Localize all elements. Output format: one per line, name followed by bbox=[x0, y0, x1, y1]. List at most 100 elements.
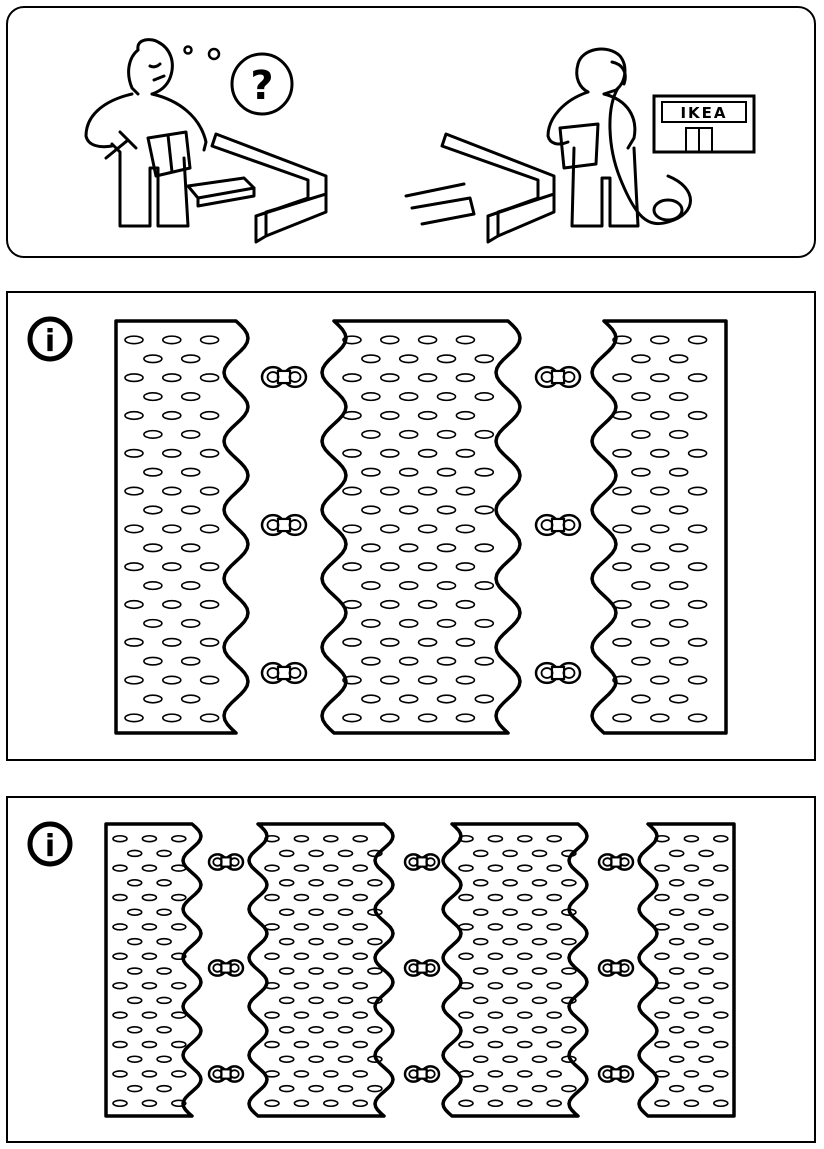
board-4-holes bbox=[654, 834, 729, 1108]
ventilation-hole bbox=[143, 354, 163, 364]
board-1-holes bbox=[112, 834, 187, 1108]
ventilation-hole bbox=[455, 335, 476, 345]
ventilation-hole bbox=[156, 937, 172, 946]
ventilation-hole bbox=[561, 1026, 577, 1034]
ventilation-hole bbox=[180, 581, 201, 591]
ventilation-hole bbox=[308, 937, 324, 946]
ventilation-hole bbox=[293, 893, 310, 902]
ventilation-hole bbox=[683, 1070, 700, 1078]
ventilation-hole bbox=[612, 373, 632, 383]
ventilation-hole bbox=[654, 1040, 670, 1049]
ventilation-hole bbox=[472, 967, 489, 975]
ventilation-hole bbox=[654, 952, 670, 961]
ventilation-hole bbox=[322, 923, 339, 931]
ventilation-hole bbox=[561, 849, 577, 858]
ventilation-hole bbox=[458, 981, 474, 990]
ventilation-hole bbox=[112, 893, 128, 902]
ventilation-hole bbox=[308, 879, 324, 887]
ventilation-hole bbox=[531, 937, 548, 946]
ventilation-hole bbox=[654, 1011, 670, 1019]
ventilation-hole bbox=[683, 1099, 700, 1108]
ventilation-hole bbox=[455, 486, 476, 496]
connector-clip-icon bbox=[403, 1065, 441, 1083]
ventilation-hole bbox=[126, 849, 143, 858]
ventilation-hole bbox=[531, 1055, 548, 1063]
ventilation-hole bbox=[367, 996, 383, 1005]
ventilation-hole bbox=[436, 467, 457, 477]
ventilation-hole bbox=[516, 1040, 533, 1049]
ventilation-hole bbox=[352, 952, 369, 961]
ventilation-hole bbox=[687, 448, 708, 458]
ventilation-hole bbox=[112, 864, 128, 872]
ventilation-hole bbox=[171, 893, 187, 902]
ventilation-hole bbox=[712, 1040, 729, 1049]
ventilation-hole bbox=[180, 694, 201, 704]
ventilation-hole bbox=[436, 656, 457, 666]
ventilation-hole bbox=[322, 864, 339, 872]
ventilation-hole bbox=[436, 392, 457, 402]
ventilation-hole bbox=[561, 996, 577, 1005]
ventilation-hole bbox=[124, 562, 144, 572]
ventilation-hole bbox=[162, 486, 182, 496]
ventilation-hole bbox=[472, 849, 489, 858]
ventilation-hole bbox=[124, 713, 144, 723]
ventilation-hole bbox=[308, 908, 324, 916]
board-1 bbox=[104, 822, 203, 1118]
ventilation-hole bbox=[458, 1040, 474, 1049]
ventilation-hole bbox=[631, 505, 651, 515]
ventilation-hole bbox=[502, 849, 518, 858]
ventilation-hole bbox=[668, 505, 689, 515]
ventilation-hole bbox=[436, 581, 457, 591]
ventilation-hole bbox=[474, 467, 495, 477]
ventilation-hole bbox=[124, 448, 144, 458]
ventilation-hole bbox=[487, 981, 504, 990]
ventilation-hole bbox=[546, 1070, 563, 1078]
ventilation-hole bbox=[531, 967, 548, 975]
ventilation-hole bbox=[458, 864, 474, 872]
ventilation-hole bbox=[352, 981, 369, 990]
ventilation-hole bbox=[342, 637, 362, 647]
ventilation-hole bbox=[379, 562, 400, 572]
ventilation-hole bbox=[687, 562, 708, 572]
ventilation-hole bbox=[141, 952, 158, 961]
ventilation-hole bbox=[472, 908, 489, 916]
ventilation-hole bbox=[668, 694, 689, 704]
board-3-outline bbox=[441, 822, 589, 1118]
ventilation-hole bbox=[171, 981, 187, 990]
ventilation-hole bbox=[687, 637, 708, 647]
ventilation-hole bbox=[474, 656, 495, 666]
ventilation-hole bbox=[337, 1026, 354, 1034]
ventilation-hole bbox=[171, 1011, 187, 1019]
ventilation-hole bbox=[342, 448, 362, 458]
ventilation-hole bbox=[361, 618, 381, 628]
ventilation-hole bbox=[698, 967, 714, 975]
ventilation-hole bbox=[264, 981, 280, 990]
ventilation-hole bbox=[156, 1026, 172, 1034]
ventilation-hole bbox=[436, 543, 457, 553]
ventilation-hole bbox=[124, 335, 144, 345]
ventilation-hole bbox=[417, 373, 438, 383]
ventilation-hole bbox=[126, 996, 143, 1005]
ventilation-hole bbox=[487, 923, 504, 931]
ventilation-hole bbox=[308, 1055, 324, 1063]
ventilation-hole bbox=[143, 429, 163, 439]
ventilation-hole bbox=[436, 618, 457, 628]
ventilation-hole bbox=[126, 908, 143, 916]
ventilation-hole bbox=[352, 834, 369, 843]
ventilation-hole bbox=[379, 637, 400, 647]
ventilation-hole bbox=[398, 543, 419, 553]
ventilation-hole bbox=[649, 562, 670, 572]
ventilation-hole bbox=[687, 486, 708, 496]
ventilation-hole bbox=[458, 893, 474, 902]
connector-clip-icon bbox=[534, 661, 582, 685]
ventilation-hole bbox=[293, 834, 310, 843]
ventilation-hole bbox=[668, 656, 689, 666]
ventilation-hole bbox=[361, 392, 381, 402]
ventilation-hole bbox=[278, 937, 295, 946]
ventilation-hole bbox=[668, 543, 689, 553]
ventilation-hole bbox=[322, 1099, 339, 1108]
ventilation-hole bbox=[278, 1026, 295, 1034]
ventilation-hole bbox=[668, 392, 689, 402]
ventilation-hole bbox=[264, 1011, 280, 1019]
ventilation-hole bbox=[516, 1011, 533, 1019]
